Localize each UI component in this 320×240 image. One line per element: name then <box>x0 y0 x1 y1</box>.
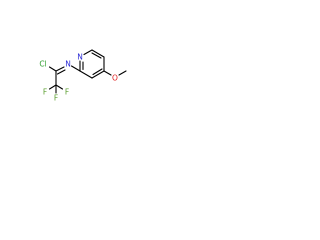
bond-c2-c3 <box>79 70 93 79</box>
bond-imine-c-cl <box>48 66 57 72</box>
bond-c2-imine-n <box>70 65 81 72</box>
bond-imine-c-n-double <box>56 69 66 75</box>
pyridine-nitrogen-label: N <box>77 53 83 62</box>
bond-o-ch3 <box>118 70 127 76</box>
bond-imine-c-n <box>55 66 65 72</box>
molecule-structure: N N Cl O F F F <box>39 49 127 103</box>
imine-nitrogen-label: N <box>65 60 71 69</box>
bond-c5-c6 <box>91 49 105 58</box>
bond-cf3-f-left <box>48 84 57 90</box>
bond-cf3-f-right <box>55 84 64 90</box>
fluorine-right-label: F <box>65 88 69 97</box>
bond-c5-c6-double <box>91 52 102 59</box>
bond-c3-c4 <box>91 70 105 79</box>
chlorine-label: Cl <box>39 60 46 69</box>
bond-c4-o <box>103 70 112 76</box>
structure-canvas: N N Cl O F F F <box>0 0 152 152</box>
bond-c6-n1 <box>83 49 93 56</box>
fluorine-bottom-label: F <box>54 94 58 103</box>
bond-c3-c4-double <box>92 68 103 76</box>
oxygen-label: O <box>112 74 118 83</box>
fluorine-left-label: F <box>43 88 47 97</box>
